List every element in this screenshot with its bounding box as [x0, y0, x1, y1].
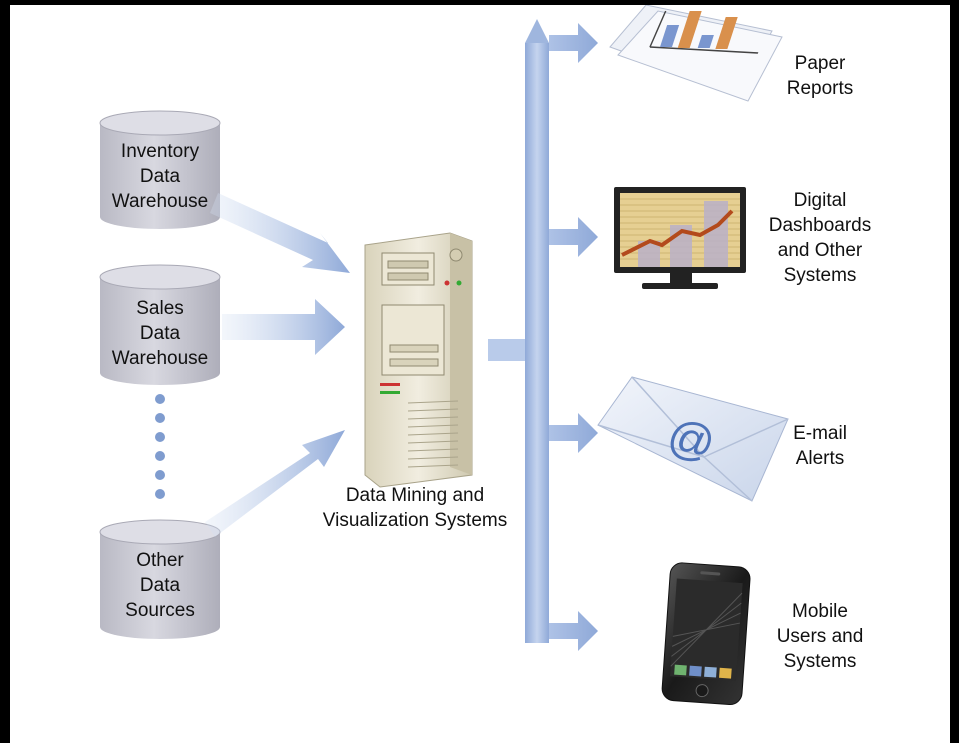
server-icon — [364, 232, 473, 488]
output-label-mobile: Mobile Users and Systems — [760, 599, 880, 674]
source-label-line: Sources — [125, 600, 195, 621]
center-label-line: Visualization Systems — [322, 510, 508, 531]
source-label-inventory: Inventory Data Warehouse — [95, 139, 225, 214]
paper-reports-icon — [609, 5, 783, 102]
output-label-line: Digital — [793, 190, 847, 211]
arrow-sales-to-server — [222, 299, 345, 355]
center-label: Data Mining and Visualization Systems — [310, 483, 520, 533]
source-label-line: Data — [139, 166, 181, 187]
arrow-inventory-to-server — [210, 193, 350, 273]
output-bus — [525, 19, 549, 643]
arrow-to-email — [549, 413, 598, 453]
output-label-line: Users and — [776, 626, 864, 647]
output-label-line: Alerts — [795, 448, 845, 469]
diagram-graphics: @ — [99, 5, 789, 706]
source-label-other: Other Data Sources — [95, 548, 225, 623]
source-label-line: Warehouse — [111, 191, 209, 212]
arrow-to-dashboards — [549, 217, 598, 257]
source-label-line: Other — [136, 550, 184, 571]
output-label-paper-reports: Paper Reports — [770, 51, 870, 101]
output-label-line: Dashboards — [768, 215, 872, 236]
email-envelope-icon: @ — [597, 376, 789, 502]
output-label-line: Systems — [783, 265, 857, 286]
arrow-other-to-server — [205, 430, 345, 537]
source-label-line: Warehouse — [111, 348, 209, 369]
mobile-phone-icon — [661, 562, 751, 706]
output-label-line: Systems — [783, 651, 857, 672]
cylinder-sales — [99, 264, 221, 385]
arrow-to-paper-reports — [549, 23, 598, 63]
cylinder-other — [99, 519, 221, 639]
diagram-canvas: @ Inventory Data Warehouse Sales Data Wa… — [10, 5, 950, 743]
output-label-dashboards: Digital Dashboards and Other Systems — [760, 188, 880, 288]
output-label-line: E-mail — [793, 423, 847, 444]
output-label-line: and Other — [777, 240, 863, 261]
ellipsis-dots — [155, 394, 165, 499]
source-label-line: Inventory — [120, 141, 200, 162]
dashboard-monitor-icon — [614, 187, 746, 289]
svg-text:@: @ — [663, 409, 719, 470]
source-label-sales: Sales Data Warehouse — [95, 296, 225, 371]
arrow-to-mobile — [549, 611, 598, 651]
source-label-line: Data — [139, 575, 181, 596]
output-label-line: Paper — [794, 53, 846, 74]
output-label-line: Mobile — [792, 601, 848, 622]
output-label-line: Reports — [786, 78, 854, 99]
server-to-bus-connector — [488, 339, 528, 361]
cylinder-inventory — [99, 110, 221, 229]
output-label-email: E-mail Alerts — [770, 421, 870, 471]
source-label-line: Sales — [136, 298, 184, 319]
center-label-line: Data Mining and — [345, 485, 485, 506]
source-label-line: Data — [139, 323, 181, 344]
